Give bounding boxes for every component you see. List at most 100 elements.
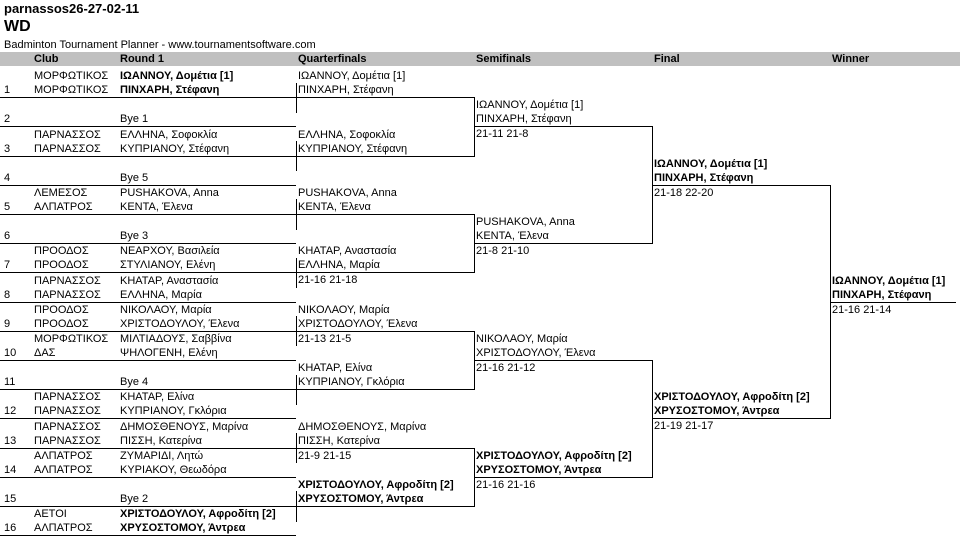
semifinal-score: 21-16 21-12 bbox=[476, 362, 536, 374]
quarterfinal-player: ΔΗΜΟΣΘΕΝΟΥΣ, Μαρίνα bbox=[298, 421, 427, 433]
entry-club: ΠΡΟΟΔΟΣ bbox=[34, 259, 89, 271]
entry-player: PUSHAKOVA, Anna bbox=[120, 187, 219, 199]
quarterfinal-player: ΧΡΥΣΟΣΤΟΜΟΥ, Άντρεα bbox=[298, 493, 424, 505]
quarterfinal-line bbox=[296, 331, 474, 332]
semifinal-player: ΝΙΚΟΛΑΟΥ, Μαρία bbox=[476, 333, 568, 345]
quarterfinal-player: ΧΡΙΣΤΟΔΟΥΛΟΥ, Αφροδίτη [2] bbox=[298, 479, 454, 491]
quarterfinal-score: 21-16 21-18 bbox=[298, 274, 358, 286]
quarterfinal-player: ΕΛΛΗΝΑ, Μαρία bbox=[298, 259, 380, 271]
entry-club: ΠΑΡΝΑΣΣΟΣ bbox=[34, 435, 101, 447]
entry-line bbox=[0, 302, 296, 303]
entry-number: 8 bbox=[4, 289, 11, 301]
semifinal-player: ΙΩΑΝΝΟΥ, Δομέτια [1] bbox=[476, 99, 584, 111]
software-credit: Badminton Tournament Planner - www.tourn… bbox=[4, 39, 316, 51]
semifinal-line bbox=[474, 243, 652, 244]
quarterfinal-player: ΙΩΑΝΝΟΥ, Δομέτια [1] bbox=[298, 70, 406, 82]
entry-player: ΚΥΠΡΙΑΝΟΥ, Γκλόρια bbox=[120, 405, 227, 417]
quarterfinal-connector bbox=[296, 83, 297, 113]
column-header-winner: Winner bbox=[832, 53, 870, 65]
entry-player: ΣΤΥΛΙΑΝΟΥ, Ελένη bbox=[120, 259, 216, 271]
entry-player: Bye 5 bbox=[120, 172, 149, 184]
entry-line bbox=[0, 97, 296, 98]
entry-player: ΙΩΑΝΝΟΥ, Δομέτια [1] bbox=[120, 70, 234, 82]
quarterfinal-line bbox=[296, 97, 474, 98]
entry-player: Bye 3 bbox=[120, 230, 149, 242]
quarterfinal-player: ΕΛΛΗΝΑ, Σοφοκλία bbox=[298, 129, 396, 141]
semifinal-score: 21-16 21-16 bbox=[476, 479, 536, 491]
entry-number: 11 bbox=[4, 376, 16, 388]
quarterfinal-player: ΚΕΝΤΑ, Έλενα bbox=[298, 201, 371, 213]
entry-number: 2 bbox=[4, 113, 11, 125]
entry-club: ΠΑΡΝΑΣΣΟΣ bbox=[34, 275, 101, 287]
entry-player: ΧΡΙΣΤΟΔΟΥΛΟΥ, Αφροδίτη [2] bbox=[120, 508, 276, 520]
semifinal-player: ΧΡΙΣΤΟΔΟΥΛΟΥ, Αφροδίτη [2] bbox=[476, 450, 632, 462]
entry-club: ΜΟΡΦΩΤΙΚΟΣ bbox=[34, 70, 109, 82]
semifinal-connector bbox=[474, 97, 475, 157]
entry-club: ΑΕΤΟΙ bbox=[34, 508, 67, 520]
entry-line bbox=[0, 506, 296, 507]
entry-player: ΚΗΑΤΑΡ, Ελίνα bbox=[120, 391, 195, 403]
entry-club: ΜΟΡΦΩΤΙΚΟΣ bbox=[34, 84, 109, 96]
entry-club: ΔΑΣ bbox=[34, 347, 56, 359]
winner-player: ΠΙΝΧΑΡΗ, Στέφανη bbox=[832, 289, 932, 301]
entry-line bbox=[0, 389, 296, 390]
final-line bbox=[652, 185, 830, 186]
entry-player: ΚΗΑΤΑΡ, Αναστασία bbox=[120, 275, 219, 287]
entry-number: 14 bbox=[4, 464, 17, 476]
entry-club: ΠΑΡΝΑΣΣΟΣ bbox=[34, 129, 101, 141]
quarterfinal-line bbox=[296, 272, 474, 273]
quarterfinal-player: ΝΙΚΟΛΑΟΥ, Μαρία bbox=[298, 304, 390, 316]
winner-player: ΙΩΑΝΝΟΥ, Δομέτια [1] bbox=[832, 275, 946, 287]
quarterfinal-connector bbox=[296, 375, 297, 405]
semifinal-player: PUSHAKOVA, Anna bbox=[476, 216, 575, 228]
winner-score: 21-16 21-14 bbox=[832, 304, 892, 316]
entry-player: ΔΗΜΟΣΘΕΝΟΥΣ, Μαρίνα bbox=[120, 421, 249, 433]
entry-player: ΝΕΑΡΧΟΥ, Βασιλεία bbox=[120, 245, 220, 257]
quarterfinal-player: ΚΥΠΡΙΑΝΟΥ, Γκλόρια bbox=[298, 376, 405, 388]
quarterfinal-connector bbox=[296, 258, 297, 288]
semifinal-line bbox=[474, 477, 652, 478]
quarterfinal-line bbox=[296, 156, 474, 157]
quarterfinal-player: PUSHAKOVA, Anna bbox=[298, 187, 397, 199]
quarterfinal-score: 21-9 21-15 bbox=[298, 450, 352, 462]
quarterfinal-line bbox=[296, 214, 474, 215]
entry-club: ΠΑΡΝΑΣΣΟΣ bbox=[34, 421, 101, 433]
entry-player: ΧΡΙΣΤΟΔΟΥΛΟΥ, Έλενα bbox=[120, 318, 240, 330]
final-player: ΧΡΥΣΟΣΤΟΜΟΥ, Άντρεα bbox=[654, 405, 780, 417]
final-player: ΠΙΝΧΑΡΗ, Στέφανη bbox=[654, 172, 754, 184]
semifinal-player: ΚΕΝΤΑ, Έλενα bbox=[476, 230, 549, 242]
entry-club: ΑΛΠΑΤΡΟΣ bbox=[34, 464, 93, 476]
entry-player: ΠΙΝΧΑΡΗ, Στέφανη bbox=[120, 84, 220, 96]
entry-number: 1 bbox=[4, 84, 11, 96]
entry-line bbox=[0, 243, 296, 244]
entry-club: ΜΟΡΦΩΤΙΚΟΣ bbox=[34, 333, 109, 345]
quarterfinal-line bbox=[296, 506, 474, 507]
entry-club: ΑΛΠΑΤΡΟΣ bbox=[34, 522, 93, 534]
entry-number: 15 bbox=[4, 493, 17, 505]
column-header-round1: Round 1 bbox=[120, 53, 164, 65]
entry-player: ΧΡΥΣΟΣΤΟΜΟΥ, Άντρεα bbox=[120, 522, 246, 534]
final-player: ΧΡΙΣΤΟΔΟΥΛΟΥ, Αφροδίτη [2] bbox=[654, 391, 810, 403]
column-header-bar bbox=[0, 52, 960, 66]
final-score: 21-19 21-17 bbox=[654, 420, 714, 432]
entry-number: 3 bbox=[4, 143, 11, 155]
entry-club: ΠΑΡΝΑΣΣΟΣ bbox=[34, 405, 101, 417]
entry-player: ΖΥΜΑΡΙΔΙ, Λητώ bbox=[120, 450, 204, 462]
semifinal-player: ΧΡΥΣΟΣΤΟΜΟΥ, Άντρεα bbox=[476, 464, 602, 476]
quarterfinal-line bbox=[296, 389, 474, 390]
tournament-code: parnassos26-27-02-11 bbox=[4, 1, 140, 16]
semifinal-score: 21-8 21-10 bbox=[476, 245, 530, 257]
entry-line bbox=[0, 214, 296, 215]
column-header-final: Final bbox=[654, 53, 680, 65]
final-player: ΙΩΑΝΝΟΥ, Δομέτια [1] bbox=[654, 158, 768, 170]
entry-line bbox=[0, 418, 296, 419]
entry-number: 4 bbox=[4, 172, 11, 184]
entry-player: ΠΙΣΣΗ, Κατερίνα bbox=[120, 435, 203, 447]
entry-club: ΠΑΡΝΑΣΣΟΣ bbox=[34, 143, 101, 155]
semifinal-line bbox=[474, 360, 652, 361]
entry-player: ΝΙΚΟΛΑΟΥ, Μαρία bbox=[120, 304, 212, 316]
final-connector bbox=[652, 360, 653, 478]
entry-player: ΕΛΛΗΝΑ, Σοφοκλία bbox=[120, 129, 218, 141]
entry-number: 13 bbox=[4, 435, 17, 447]
final-score: 21-18 22-20 bbox=[654, 187, 714, 199]
